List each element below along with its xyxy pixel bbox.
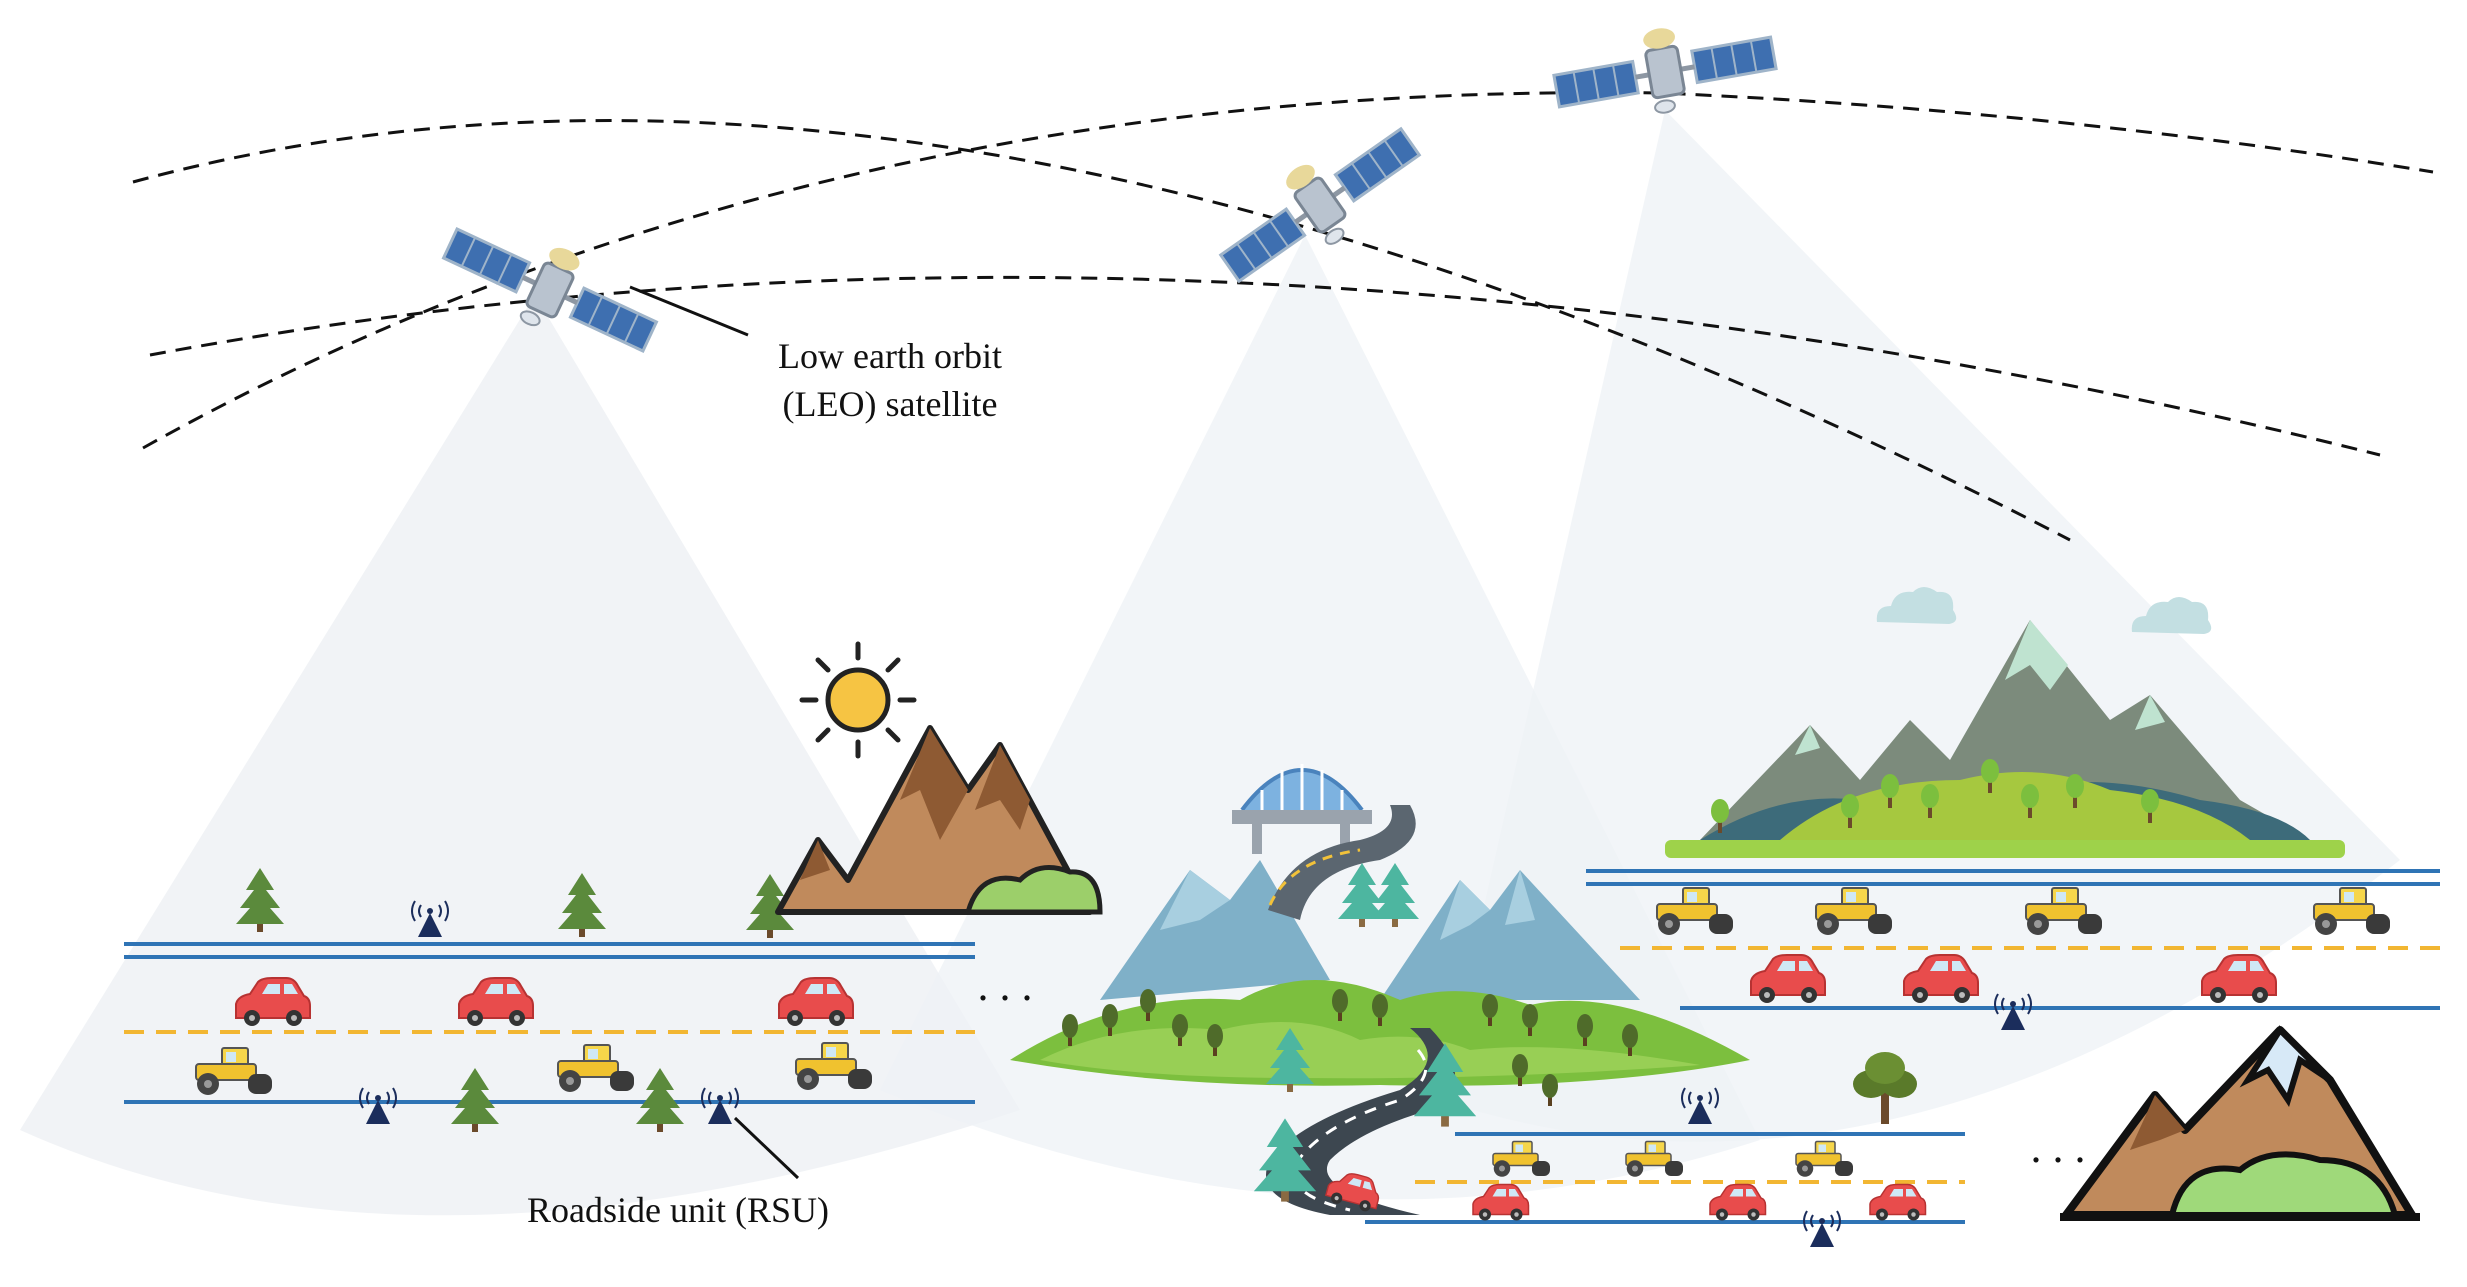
ellipsis-left: . . . (978, 961, 1033, 1010)
right-upper-road (1586, 869, 2440, 1010)
left-road (124, 942, 975, 1104)
brown-mountain-icon (775, 725, 1103, 915)
leo-label-line1: Low earth orbit (778, 336, 1002, 376)
rsu-antenna-icon (1803, 1210, 1841, 1248)
orbit-3 (149, 275, 2381, 457)
leo-label-pointer (629, 285, 749, 337)
orbit-1 (132, 119, 2071, 542)
sun-icon (799, 641, 917, 759)
road-roller-icon (1795, 1140, 1854, 1178)
brown-mountain-icon (2060, 1025, 2420, 1221)
car-icon (1709, 1183, 1767, 1222)
orbit-paths (132, 91, 2434, 542)
rsu-label: Roadside unit (RSU) (527, 1190, 829, 1230)
right-landscape (1665, 587, 2345, 858)
central-landscape (1010, 764, 1750, 1215)
car-icon (1869, 1183, 1927, 1222)
ellipsis-right: . . . (2031, 1123, 2086, 1172)
oak-tree-icon (1853, 1052, 1917, 1124)
orbit-2 (142, 91, 2434, 450)
bridge-icon (1232, 764, 1372, 854)
rsu-label-pointer (733, 1116, 800, 1180)
leo-label-line2: (LEO) satellite (783, 384, 998, 424)
right-lower-road (1365, 1132, 1965, 1224)
